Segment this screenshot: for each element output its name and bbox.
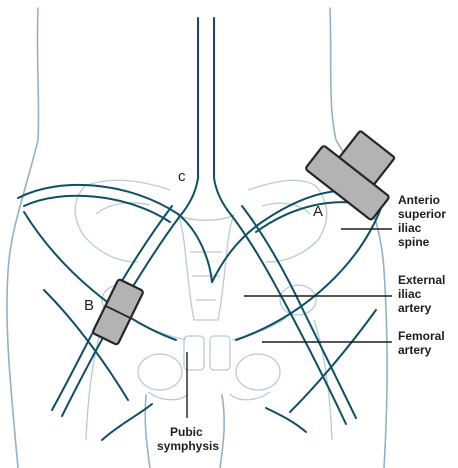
abdominal-aorta bbox=[180, 18, 198, 216]
probe-b-label: B bbox=[84, 297, 94, 314]
probe-b bbox=[92, 279, 143, 345]
inguinal-ligament-right bbox=[236, 200, 384, 340]
asis-label: Anterio superior iliac spine bbox=[398, 193, 449, 249]
arteries bbox=[18, 18, 384, 440]
external-iliac-artery-label: External iliac artery bbox=[398, 273, 449, 315]
femoral-artery-label: Femoral artery bbox=[398, 329, 448, 357]
pubic-symphysis-label: Pubic symphysis bbox=[157, 425, 219, 453]
aorta-mark: c bbox=[178, 168, 186, 185]
probe-a-label: A bbox=[313, 203, 323, 220]
